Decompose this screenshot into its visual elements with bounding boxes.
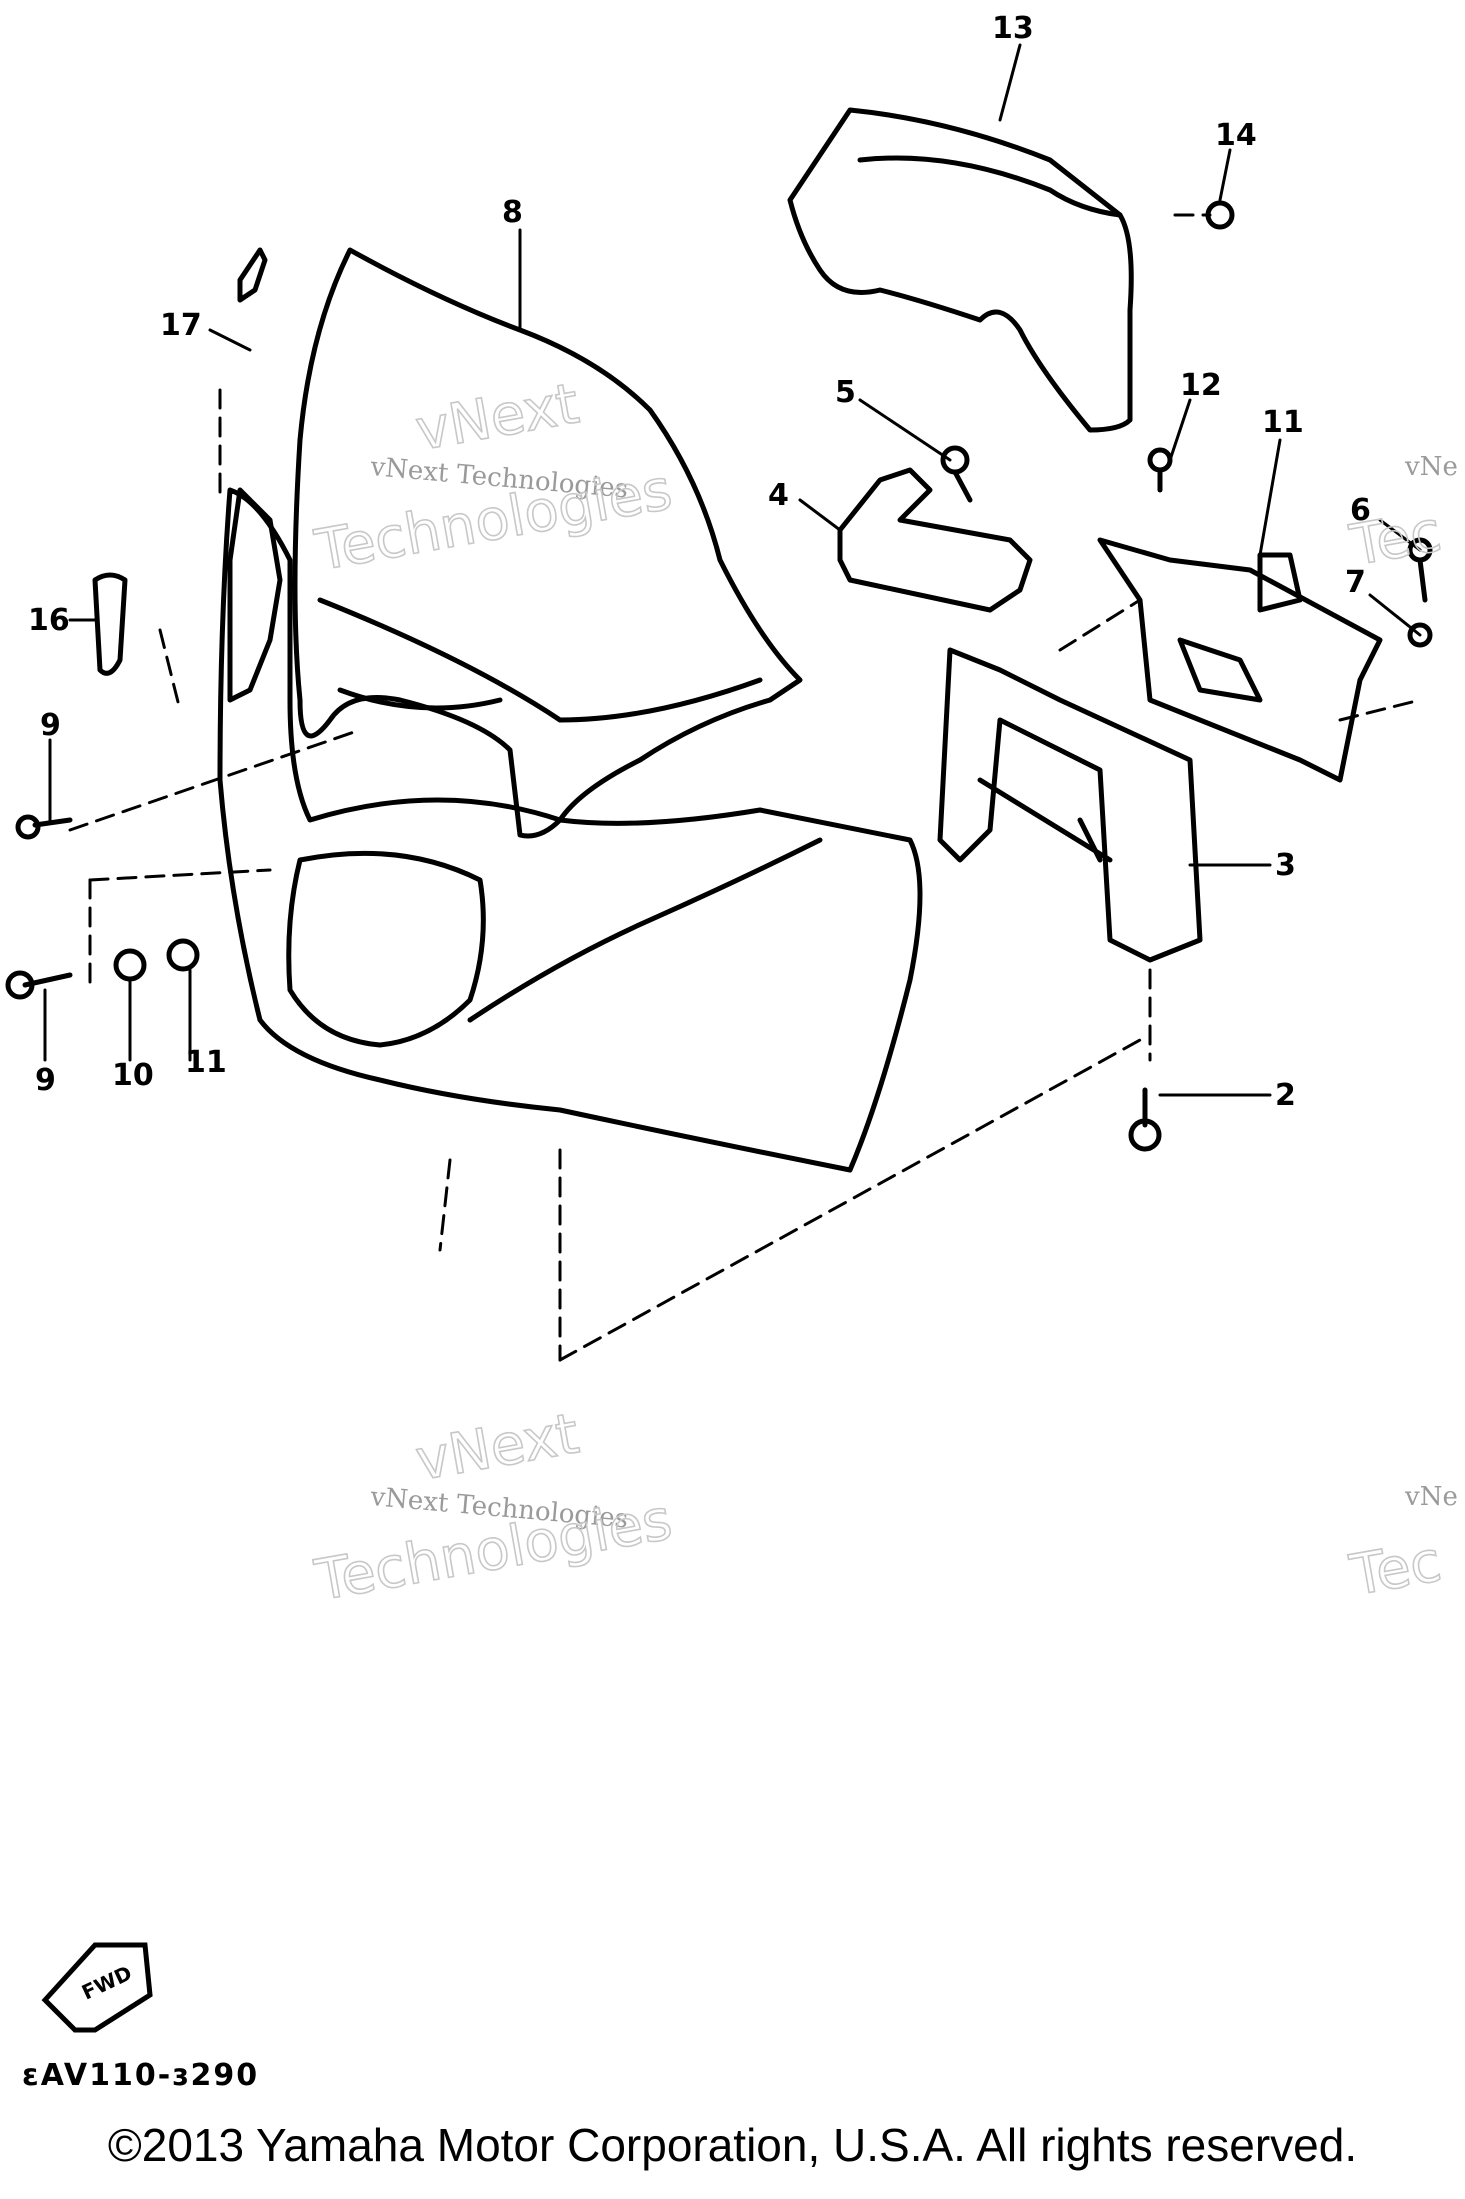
callout-16: 16 [28, 603, 70, 638]
callout-labels: 13 14 8 17 12 5 11 4 6 7 16 9 3 9 10 11 … [28, 11, 1371, 1113]
diagram-code: ɛAV110-ɜ290 [22, 2058, 260, 2093]
watermark-edge: vNe Tec vNe Tec [1344, 452, 1458, 1610]
callout-14: 13 [992, 11, 1034, 46]
cowling [217, 487, 923, 1173]
callout-3: 3 [1275, 848, 1296, 883]
callout-7: 7 [1345, 565, 1366, 600]
callout-13: 12 [1180, 368, 1222, 403]
watermark-brand: vNext [411, 1401, 583, 1493]
bolts [5, 200, 1433, 1152]
windshield [292, 247, 803, 839]
watermark-edge-text: vNe [1404, 452, 1458, 482]
callout-2: 2 [1275, 1078, 1296, 1113]
watermark-brand: vNext [411, 371, 583, 463]
watermark-edge-text: vNe [1404, 1482, 1458, 1512]
forward-arrow-icon: FWD [41, 1942, 153, 2033]
assembly-lines [68, 213, 1422, 1362]
meter-cover [787, 107, 1134, 433]
watermark-middle: vNext Technologies vNext Technologies [309, 1401, 677, 1615]
callout-6: 6 [1350, 493, 1371, 528]
copyright-footer: ©2013 Yamaha Motor Corporation, U.S.A. A… [107, 2119, 1358, 2171]
side-cover [92, 247, 283, 703]
grip [837, 467, 1033, 613]
callout-9-lower: 9 [35, 1063, 56, 1098]
stay-frame [937, 647, 1203, 963]
callout-9-upper: 9 [40, 708, 61, 743]
watermark-edge-brand: Tec [1345, 1529, 1446, 1609]
callout-17: 17 [160, 308, 202, 343]
callout-11: 11 [185, 1045, 227, 1080]
callout-4: 4 [768, 478, 789, 513]
fwd-label: FWD [78, 1961, 136, 2005]
bracket [1097, 537, 1383, 783]
callout-12: 11 [1262, 405, 1304, 440]
callout-15: 14 [1215, 118, 1257, 153]
watermark-top: vNext Technologies vNext Technologies [309, 371, 677, 585]
leader-lines [43, 43, 1422, 1097]
callout-8: 8 [502, 195, 523, 230]
callout-10: 10 [112, 1058, 154, 1093]
callout-5: 5 [835, 375, 856, 410]
